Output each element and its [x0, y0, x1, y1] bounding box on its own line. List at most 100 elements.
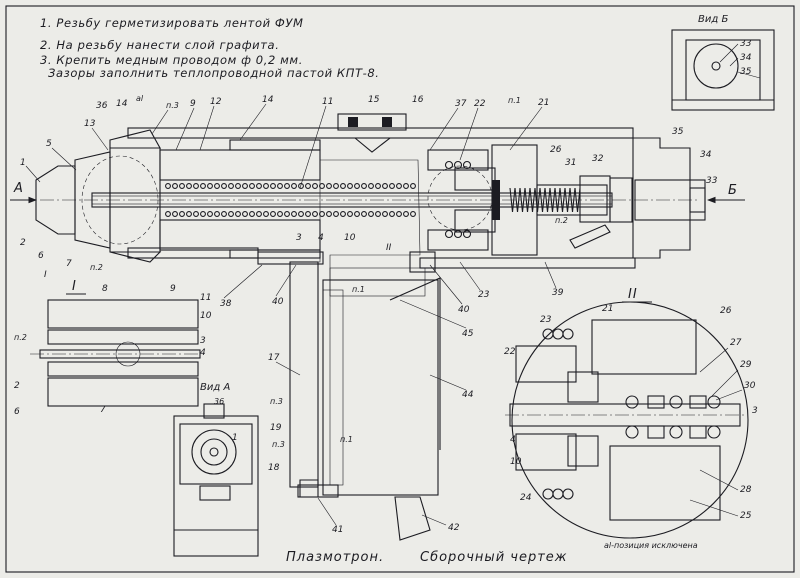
svg-text:10: 10	[344, 233, 356, 243]
svg-text:39: 39	[552, 288, 564, 298]
svg-text:36: 36	[214, 397, 224, 406]
rear-spring	[519, 187, 526, 213]
spring-turn	[235, 183, 241, 189]
svg-text:31: 31	[565, 158, 576, 168]
svg-text:п.2: п.2	[555, 216, 568, 225]
spring-turn	[354, 211, 360, 217]
spring-turn	[333, 211, 339, 217]
spring-turn	[396, 211, 402, 217]
spring-turn	[200, 211, 206, 217]
svg-text:Б: Б	[728, 183, 738, 198]
svg-text:аl: аl	[136, 94, 144, 103]
spring-turn	[263, 211, 269, 217]
svg-text:6: 6	[38, 251, 44, 261]
spring-turn	[340, 211, 346, 217]
svg-text:6: 6	[14, 407, 20, 417]
rear-spring	[514, 187, 521, 213]
svg-text:3: 3	[296, 233, 302, 243]
spring-turn	[382, 183, 388, 189]
spring-turn	[312, 211, 318, 217]
svg-text:21: 21	[538, 98, 549, 108]
svg-text:38: 38	[220, 299, 232, 309]
svg-text:23: 23	[540, 315, 552, 325]
spring-turn	[172, 211, 178, 217]
spring-turn	[284, 211, 290, 217]
rear-spring	[554, 187, 561, 213]
svg-text:7: 7	[66, 259, 72, 269]
svg-text:п.2: п.2	[90, 263, 103, 272]
svg-text:9: 9	[190, 99, 196, 109]
svg-text:п.3: п.3	[270, 397, 283, 406]
svg-text:5: 5	[46, 139, 52, 149]
svg-text:11: 11	[322, 97, 333, 107]
svg-text:II: II	[386, 243, 392, 253]
spring-turn	[214, 211, 220, 217]
rear-spring	[524, 187, 531, 213]
svg-text:21: 21	[602, 304, 613, 314]
spring-turn	[235, 211, 241, 217]
spring-turn	[277, 211, 283, 217]
svg-text:Вид А: Вид А	[200, 382, 230, 393]
spring-turn	[214, 183, 220, 189]
sheet-frame	[5, 5, 795, 573]
spring-turn	[291, 211, 297, 217]
svg-text:2: 2	[20, 238, 26, 248]
spring-turn	[249, 211, 255, 217]
rear-spring	[529, 187, 536, 213]
spring-turn	[172, 183, 178, 189]
svg-text:33: 33	[706, 176, 718, 186]
svg-text:34: 34	[700, 150, 712, 160]
spring-turn	[207, 211, 213, 217]
spring-turn	[326, 211, 332, 217]
note-4: Зазоры заполнить теплопроводной пастой К…	[48, 66, 380, 80]
section-i-detail: I 8 9 11 п.2 10 3 4 2 6 7	[14, 279, 212, 417]
spring-turn	[347, 183, 353, 189]
spring-turn	[389, 183, 395, 189]
svg-text:42: 42	[448, 523, 460, 533]
spring-turn	[242, 211, 248, 217]
svg-text:1: 1	[232, 433, 238, 443]
svg-text:п.3: п.3	[272, 440, 285, 449]
spring-turn	[368, 211, 374, 217]
svg-text:19: 19	[270, 423, 282, 433]
svg-text:25: 25	[740, 511, 752, 521]
svg-text:22: 22	[474, 99, 486, 109]
svg-text:п.2: п.2	[14, 333, 27, 342]
spring-turn	[368, 183, 374, 189]
footnote: аl-позиция исключена	[604, 541, 698, 550]
spring-turn	[375, 183, 381, 189]
spring-turn	[291, 183, 297, 189]
rear-spring	[549, 187, 556, 213]
svg-text:п.1: п.1	[340, 435, 353, 444]
spring-turn	[389, 211, 395, 217]
svg-text:п.3: п.3	[166, 101, 179, 110]
spring-turn	[228, 211, 234, 217]
note-1: 1. Резьбу герметизировать лентой ФУМ	[40, 16, 304, 30]
note-2: 2. На резьбу нанести слой графита.	[40, 38, 280, 52]
spring-turn	[193, 183, 199, 189]
spring-turn	[305, 211, 311, 217]
svg-text:27: 27	[730, 338, 742, 348]
svg-text:30: 30	[744, 381, 756, 391]
note-3: 3. Крепить медным проводом ф 0,2 мм.	[40, 53, 303, 67]
spring-turn	[361, 183, 367, 189]
svg-text:12: 12	[210, 97, 222, 107]
svg-text:14: 14	[262, 95, 274, 105]
rear-spring	[509, 187, 516, 213]
svg-text:10: 10	[510, 457, 522, 467]
spring-turn	[165, 211, 171, 217]
spring-turn	[165, 183, 171, 189]
section-ii-detail: II 23 21 26 22 27 29 30 3	[504, 287, 758, 539]
svg-text:8: 8	[102, 284, 108, 294]
spring-turn	[284, 183, 290, 189]
svg-text:4: 4	[318, 233, 324, 243]
main-assembly	[10, 113, 745, 541]
svg-text:13: 13	[84, 119, 96, 129]
svg-text:44: 44	[462, 390, 474, 400]
spring-turn	[270, 211, 276, 217]
svg-text:1: 1	[20, 158, 26, 168]
spring-coil	[165, 183, 581, 217]
svg-text:I: I	[44, 270, 47, 280]
spring-turn	[403, 211, 409, 217]
spring-turn	[228, 183, 234, 189]
